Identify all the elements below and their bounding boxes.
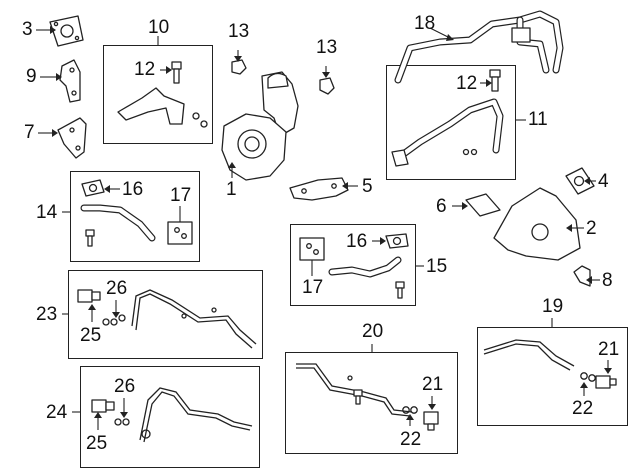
callout-25b: 25 [86, 433, 108, 454]
washer-26b-part [114, 418, 130, 426]
bracket-10-part [117, 87, 208, 128]
callout-20: 20 [362, 321, 384, 342]
callout-16b: 16 [346, 231, 368, 252]
bolt-21b-part [595, 375, 617, 389]
callout-8: 8 [602, 270, 613, 291]
gasket-3-part [49, 15, 84, 47]
callout-2: 2 [586, 218, 597, 239]
callout-12a: 12 [134, 59, 156, 80]
bolt-12a-part [171, 61, 182, 84]
shield-6-part [465, 193, 501, 217]
callout-5: 5 [362, 176, 373, 197]
callout-12b: 12 [456, 73, 478, 94]
washer-22b-part [580, 372, 596, 382]
nut-13a-part [231, 59, 247, 75]
pipe-15-part [328, 256, 402, 278]
bracket-7-part [57, 117, 87, 159]
pipe-23-part [131, 289, 257, 349]
bolt-21a-part [423, 411, 439, 431]
callout-26a: 26 [106, 278, 128, 299]
callout-10: 10 [148, 17, 170, 38]
callout-23: 23 [36, 304, 58, 325]
gasket-4-part [565, 167, 595, 195]
washer-17b-part [299, 237, 325, 261]
hose-18-part [394, 10, 564, 84]
callout-24: 24 [46, 402, 68, 423]
callout-26b: 26 [114, 376, 136, 397]
callout-17a: 17 [170, 185, 192, 206]
callout-6: 6 [436, 196, 447, 217]
bolt-14-part [85, 229, 95, 247]
group-box-24 [80, 366, 260, 468]
washer-22a-part [402, 406, 418, 414]
callout-3: 3 [22, 19, 33, 40]
gasket-16b-part [385, 233, 409, 249]
pipe-24-part [139, 387, 253, 443]
callout-15: 15 [426, 256, 448, 277]
callout-4: 4 [598, 171, 609, 192]
callout-21a: 21 [422, 374, 444, 395]
callout-18: 18 [414, 13, 436, 34]
leader-lines [36, 26, 612, 430]
callout-14: 14 [36, 202, 58, 223]
gasket-16a-part [81, 179, 105, 197]
group-box-20 [285, 352, 458, 454]
pipe-11-part [391, 98, 504, 167]
bolt-15-part [395, 281, 405, 299]
callout-7: 7 [24, 122, 35, 143]
bolt-25a-part [77, 289, 101, 303]
bracket-5-part [289, 177, 349, 201]
callout-9: 9 [26, 66, 37, 87]
pipe-19-part [483, 339, 575, 371]
callout-21b: 21 [598, 339, 620, 360]
heat-shield-2-part [493, 187, 581, 261]
callout-19: 19 [542, 296, 564, 317]
bolt-25b-part [91, 399, 115, 413]
pipe-14-part [80, 204, 156, 242]
group-box-23 [68, 270, 263, 359]
bolt-20-part [353, 389, 363, 405]
turbocharger-1-part [221, 71, 299, 181]
callout-16a: 16 [122, 179, 144, 200]
nut-13b-part [319, 77, 335, 95]
callout-22b: 22 [572, 398, 594, 419]
callout-13b: 13 [316, 37, 338, 58]
callout-1: 1 [226, 179, 237, 200]
bracket-9-part [59, 59, 81, 103]
callout-22a: 22 [400, 429, 422, 450]
callout-25a: 25 [80, 325, 102, 346]
callout-11: 11 [528, 109, 548, 130]
washer-26a-part [102, 314, 126, 326]
washer-17a-part [167, 221, 193, 245]
callout-13a: 13 [228, 21, 250, 42]
bracket-8-part [573, 265, 591, 287]
bolt-12b-part [489, 69, 501, 92]
callout-17b: 17 [302, 277, 324, 298]
